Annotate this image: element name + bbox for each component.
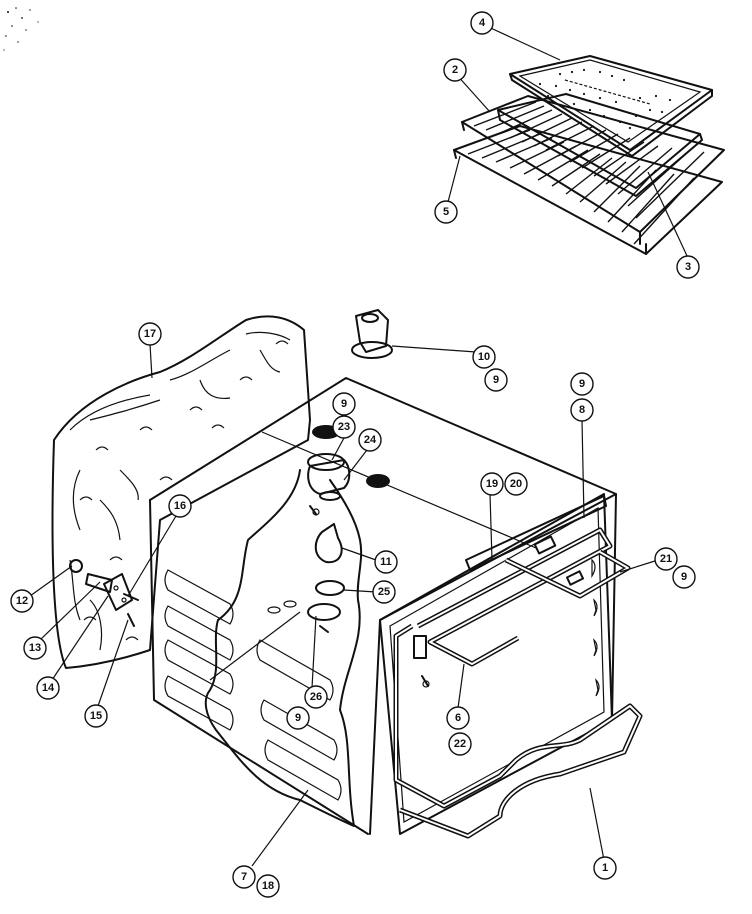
svg-text:26: 26 — [310, 691, 322, 703]
scan-speckle — [3, 7, 39, 51]
callout-25: 25 — [372, 580, 396, 604]
callout-13: 13 — [23, 636, 47, 660]
callout-18: 18 — [256, 874, 280, 898]
callout-24: 24 — [358, 428, 382, 452]
insulation-blanket — [51, 315, 311, 669]
callout-4: 4 — [470, 11, 494, 35]
callout-6: 6 — [446, 706, 470, 730]
callout-7: 7 — [232, 865, 256, 889]
svg-text:14: 14 — [42, 682, 55, 694]
leader-lines — [29, 23, 689, 867]
svg-text:22: 22 — [454, 738, 466, 750]
callout-22: 22 — [448, 732, 472, 756]
svg-text:9: 9 — [295, 712, 301, 724]
svg-text:7: 7 — [241, 871, 247, 883]
callout-19: 19 — [480, 472, 504, 496]
callout-9-broil: 9 — [672, 565, 696, 589]
callout-9-thermostat: 9 — [484, 368, 508, 392]
svg-text:10: 10 — [478, 351, 490, 363]
svg-text:9: 9 — [341, 398, 347, 410]
callout-21: 21 — [654, 547, 678, 571]
callout-9-top: 9 — [332, 392, 356, 416]
thermostat-bulb-holder — [351, 309, 393, 359]
callout-16: 16 — [168, 494, 192, 518]
light-lens — [307, 580, 345, 633]
callout-5: 5 — [434, 200, 458, 224]
door-hinge-receptacle — [69, 559, 133, 611]
svg-text:19: 19 — [486, 478, 498, 490]
svg-text:6: 6 — [455, 712, 461, 724]
svg-text:2: 2 — [452, 64, 458, 76]
light-bulb — [314, 523, 343, 564]
screws — [123, 505, 430, 688]
callout-9-right: 9 — [570, 372, 594, 396]
callout-26: 26 — [304, 685, 328, 709]
callout-8: 8 — [570, 398, 594, 422]
svg-text:17: 17 — [144, 328, 156, 340]
svg-text:4: 4 — [479, 17, 486, 29]
broiler-pan-insert — [509, 55, 713, 157]
svg-text:11: 11 — [380, 556, 392, 568]
callout-15: 15 — [84, 704, 108, 728]
oven-light-cutouts — [267, 600, 297, 614]
svg-text:13: 13 — [29, 642, 41, 654]
callout-14: 14 — [36, 676, 60, 700]
svg-text:9: 9 — [493, 374, 499, 386]
svg-text:9: 9 — [579, 378, 585, 390]
callout-12: 12 — [10, 589, 34, 613]
svg-text:23: 23 — [338, 421, 350, 433]
svg-text:3: 3 — [685, 261, 691, 273]
callout-20: 20 — [504, 472, 528, 496]
callout-11: 11 — [374, 550, 398, 574]
svg-text:24: 24 — [364, 434, 377, 446]
callout-17: 17 — [138, 322, 162, 346]
element-support-bracket — [465, 495, 607, 571]
oven-cavity — [149, 377, 617, 835]
svg-text:12: 12 — [16, 595, 28, 607]
light-socket — [307, 453, 351, 501]
svg-text:15: 15 — [90, 710, 102, 722]
svg-text:18: 18 — [262, 880, 274, 892]
svg-text:5: 5 — [443, 206, 449, 218]
svg-text:8: 8 — [579, 404, 585, 416]
svg-text:9: 9 — [681, 571, 687, 583]
svg-text:21: 21 — [660, 553, 672, 565]
callout-3: 3 — [676, 255, 700, 279]
svg-text:20: 20 — [510, 478, 522, 490]
callout-10: 10 — [472, 345, 496, 369]
top-vent-hole-2 — [366, 474, 390, 488]
svg-text:1: 1 — [602, 862, 608, 874]
callout-1: 1 — [593, 856, 617, 880]
svg-text:25: 25 — [378, 586, 390, 598]
broil-element — [413, 527, 631, 667]
callout-2: 2 — [443, 58, 467, 82]
svg-text:16: 16 — [174, 500, 186, 512]
callout-23: 23 — [332, 415, 356, 439]
bake-element — [393, 623, 643, 839]
callout-9-light: 9 — [286, 706, 310, 730]
oven-racks — [453, 95, 725, 255]
